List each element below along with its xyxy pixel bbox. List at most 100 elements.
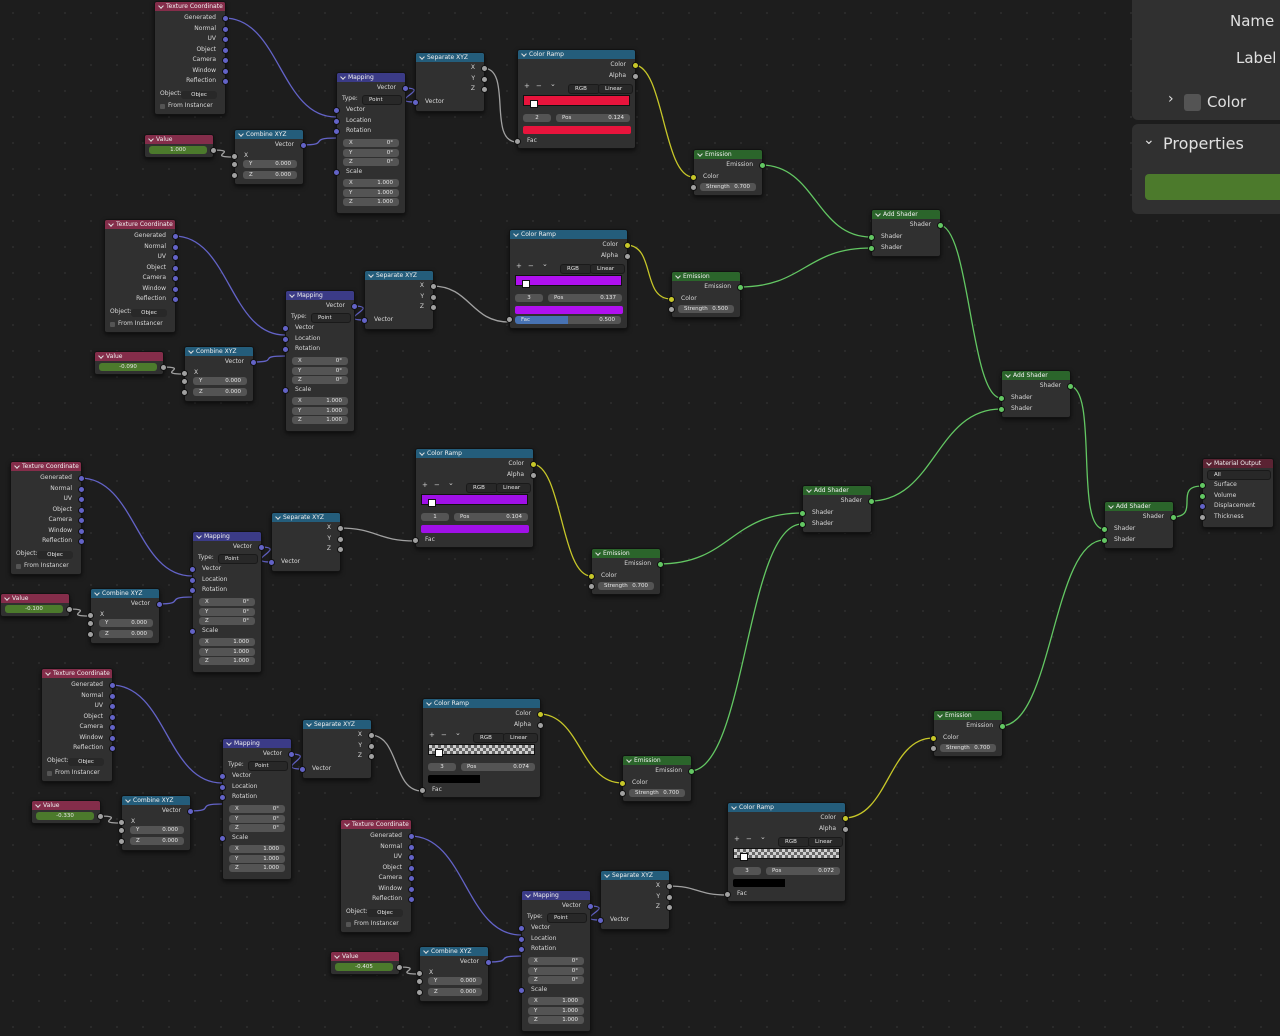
add-stop-icon[interactable]: + (422, 481, 428, 489)
type-dropdown[interactable]: Point (311, 313, 351, 323)
emission-output-socket[interactable] (657, 561, 664, 568)
scale-socket[interactable] (219, 835, 226, 842)
scale-socket[interactable] (518, 987, 525, 994)
type-dropdown[interactable]: Point (362, 95, 402, 105)
scale-socket[interactable] (282, 387, 289, 394)
interpolation-dropdown[interactable]: Linear (503, 733, 538, 743)
chevron-down-icon[interactable]: ⌄ (760, 833, 766, 841)
z-socket[interactable] (118, 838, 125, 845)
output-socket[interactable] (109, 724, 116, 731)
fac-input-socket[interactable] (412, 537, 419, 544)
z-output-socket[interactable] (337, 546, 344, 553)
alpha-output-socket[interactable] (842, 826, 849, 833)
shader-input-socket[interactable] (1101, 537, 1108, 544)
vector-output-socket[interactable] (288, 751, 295, 758)
fac-input-socket[interactable] (724, 891, 731, 898)
stop-color-swatch[interactable] (428, 775, 536, 783)
chevron-right-icon[interactable]: › (1168, 91, 1174, 107)
z-output-socket[interactable] (481, 86, 488, 93)
strength-socket[interactable] (588, 583, 595, 590)
add-shader-node-header[interactable]: Add Shader (1002, 371, 1070, 380)
value-node[interactable]: Value-0.090 (94, 351, 167, 375)
value-output-socket[interactable] (66, 606, 73, 613)
remove-stop-icon[interactable]: − (746, 835, 752, 843)
displacement-socket[interactable] (1199, 503, 1206, 510)
x-output-socket[interactable] (430, 283, 437, 290)
color-input-socket[interactable] (690, 174, 697, 181)
color-ramp-gradient[interactable] (733, 848, 840, 859)
output-socket[interactable] (172, 285, 179, 293)
emission-output-socket[interactable] (999, 723, 1006, 730)
type-dropdown[interactable]: Point (248, 761, 288, 771)
value-field[interactable]: -0.100 (5, 605, 63, 613)
strength-socket[interactable] (690, 184, 697, 191)
color-input-socket[interactable] (619, 780, 626, 787)
color-ramp-gradient[interactable] (523, 95, 630, 106)
x-input-socket[interactable] (416, 970, 423, 977)
fac-input-socket[interactable] (506, 316, 513, 323)
chevron-down-icon[interactable]: ⌄ (1143, 132, 1155, 148)
output-socket[interactable] (222, 67, 229, 75)
color-ramp-gradient[interactable] (428, 744, 535, 755)
vector-input-socket[interactable] (597, 917, 604, 924)
color-input-socket[interactable] (668, 296, 675, 303)
y-output-socket[interactable] (481, 75, 488, 83)
output-socket[interactable] (78, 527, 85, 535)
output-socket[interactable] (78, 538, 85, 545)
from-instancer-checkbox[interactable] (47, 771, 52, 776)
output-socket[interactable] (109, 703, 116, 710)
object-picker-field[interactable]: Objec (131, 309, 167, 317)
color-output-socket[interactable] (530, 461, 537, 468)
output-socket[interactable] (172, 243, 179, 251)
chevron-down-icon[interactable]: ⌄ (455, 729, 461, 737)
color-input-socket[interactable] (588, 573, 595, 580)
remove-stop-icon[interactable]: − (434, 481, 440, 489)
output-socket[interactable] (408, 843, 415, 851)
output-socket[interactable] (222, 57, 229, 64)
fac-input-socket[interactable] (514, 138, 521, 145)
color-ramp-node-header[interactable]: Color Ramp (510, 230, 627, 239)
interpolation-dropdown[interactable]: Linear (598, 84, 633, 94)
surface-socket[interactable] (1199, 482, 1206, 489)
output-socket[interactable] (172, 233, 179, 240)
separate-xyz-node-header[interactable]: Separate XYZ (303, 720, 371, 729)
emission-node-header[interactable]: Emission (623, 756, 691, 765)
shader-input-socket[interactable] (799, 521, 806, 528)
value-node[interactable]: Value-0.100 (0, 593, 73, 617)
z-socket[interactable] (416, 989, 423, 996)
y-socket[interactable] (181, 378, 188, 385)
strength-socket[interactable] (930, 745, 937, 752)
y-output-socket[interactable] (666, 893, 673, 901)
add-shader-node-header[interactable]: Add Shader (872, 210, 940, 219)
color-ramp-gradient[interactable] (421, 494, 528, 505)
mapping-node-header[interactable]: Mapping (522, 891, 590, 900)
z-socket[interactable] (231, 172, 238, 179)
output-socket[interactable] (78, 496, 85, 503)
value-node-header[interactable]: Value (32, 801, 100, 810)
add-stop-icon[interactable]: + (734, 835, 740, 843)
combine-xyz-node-header[interactable]: Combine XYZ (91, 589, 159, 598)
texture-coordinate-node-header[interactable]: Texture Coordinate (11, 462, 81, 471)
